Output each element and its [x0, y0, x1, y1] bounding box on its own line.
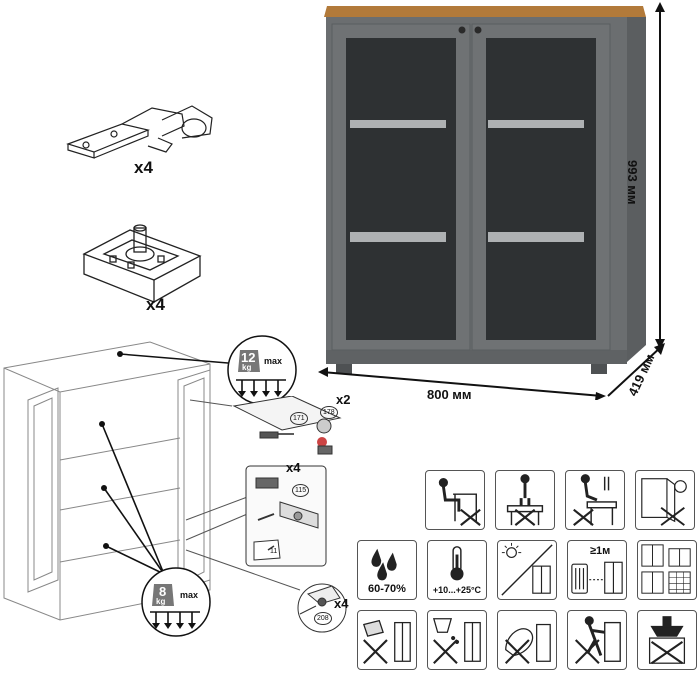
height-dimension: 993 мм: [625, 160, 640, 205]
no-pushing-icon: [567, 610, 627, 670]
adjust-step-detail: x4 115 11: [244, 460, 334, 572]
no-standing-icon: [495, 470, 555, 530]
no-heavy-load-icon: [637, 610, 697, 670]
foot-quantity: x4: [146, 295, 165, 314]
no-spill-icon: [427, 610, 487, 670]
part-178: 178: [320, 406, 338, 419]
temperature-icon: +10...+25°C: [427, 540, 487, 600]
part-171: 171: [290, 412, 308, 425]
top-load-value: 12: [241, 350, 256, 365]
right-glass: [486, 38, 596, 340]
no-climbing-icon: [565, 470, 625, 530]
hinge-step-detail: x2 171 178: [232, 392, 350, 456]
left-glass: [346, 38, 456, 340]
humidity-label: 60-70%: [368, 583, 406, 595]
no-sunlight-icon: [497, 540, 557, 600]
part-115: 115: [292, 484, 310, 497]
no-abrasive-icon: [497, 610, 557, 670]
shelf-load-value: 8: [159, 584, 167, 599]
knob-right: [474, 26, 482, 34]
top-load-qualifier: max: [264, 356, 283, 366]
no-sitting-icon: [425, 470, 485, 530]
part-208: 208: [314, 612, 332, 625]
heater-distance-icon: ≥1м: [567, 540, 627, 600]
hinge-icon: [62, 100, 222, 170]
heater-distance-label: ≥1м: [590, 545, 611, 557]
shelf-load-unit: kg: [156, 597, 166, 606]
knob-left: [458, 26, 466, 34]
shelf-load-limit: 8 kg max: [140, 566, 212, 638]
temperature-label: +10...+25°C: [432, 585, 482, 595]
width-dimension: 800 мм: [427, 387, 472, 402]
part-11: 11: [270, 548, 278, 555]
room-layout-icon: [637, 540, 697, 600]
top-load-unit: kg: [242, 363, 252, 372]
hinge-quantity: x4: [134, 158, 153, 177]
no-wet-cleaning-icon: [357, 610, 417, 670]
hinge-step-repeat: x2: [336, 392, 351, 407]
foot-step-detail: x4 208: [294, 568, 354, 638]
shelf-load-qualifier: max: [180, 590, 199, 600]
cabinet-line-drawing: [0, 340, 360, 640]
foot-step-repeat: x4: [334, 596, 349, 611]
cabinet-top: [324, 6, 646, 17]
adjustable-foot-icon: [82, 218, 202, 308]
product-image: [310, 0, 700, 401]
adjust-step-repeat: x4: [286, 460, 301, 475]
humidity-icon: 60-70%: [357, 540, 417, 600]
top-load-limit: 12 kg max: [226, 334, 298, 406]
wall-mount-icon: [635, 470, 695, 530]
